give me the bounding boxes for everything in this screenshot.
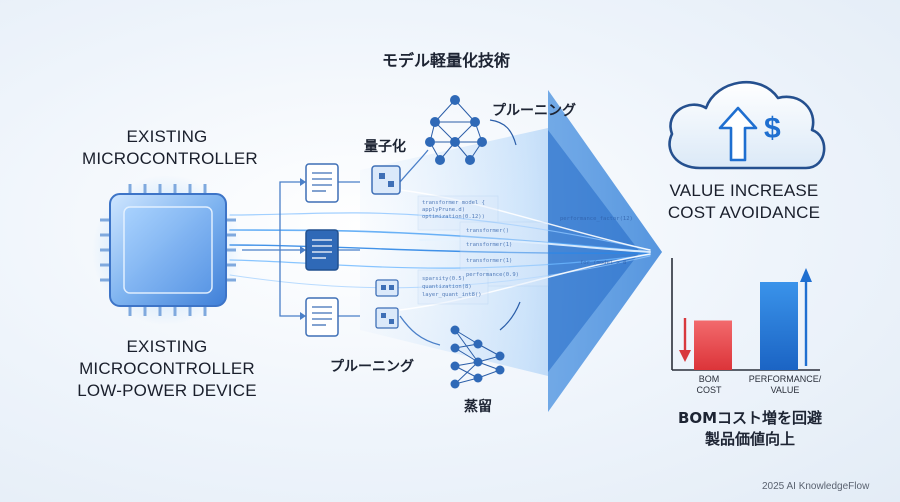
existing-mcu-line2: MICROCONTROLLER	[82, 149, 258, 168]
bom-summary-label: BOMコスト増を回避 製品価値向上	[660, 408, 840, 450]
performance-value-bar	[760, 282, 798, 370]
model-compression-title: モデル軽量化技術	[382, 51, 511, 70]
footer-credit: 2025 AI KnowledgeFlow	[762, 481, 870, 492]
bottom-label-line3: LOW-POWER DEVICE	[77, 381, 257, 400]
microcontroller-chip	[92, 175, 242, 325]
document-icon-middle	[305, 229, 339, 271]
flow-funnel	[360, 90, 662, 412]
quantization-block-bottom-1	[375, 279, 399, 297]
performance-up-arrow	[800, 268, 812, 366]
bom-cost-line2: COST	[696, 385, 722, 395]
existing-mcu-label: EXISTING MICROCONTROLLER	[82, 126, 258, 170]
code-snippet: applyPrune.d)	[422, 207, 466, 213]
code-snippet: transformer model {	[422, 200, 485, 206]
pruning-label-bottom: プルーニング	[330, 359, 414, 375]
quantization-label: 量子化	[364, 139, 406, 155]
pruning-label-top: プルーニング	[492, 103, 576, 119]
code-snippet: sparsity(0.5)	[422, 276, 466, 282]
value-line2: COST AVOIDANCE	[667, 203, 821, 222]
code-snippet: quantization(8)	[422, 284, 472, 290]
code-panels	[417, 195, 549, 305]
dollar-icon: $	[764, 112, 781, 145]
value-increase-label: VALUE INCREASE COST AVOIDANCE	[656, 180, 832, 224]
quantization-block-bottom-2	[375, 307, 399, 329]
bom-summary-line2: 製品価値向上	[704, 430, 795, 448]
code-snippet: performance(0.9)	[466, 272, 519, 278]
code-snippet: optimization(0.12))	[422, 214, 485, 220]
performance-value-axis-label: PERFORMANCE/ VALUE	[740, 374, 830, 396]
existing-mcu-line1: EXISTING	[126, 127, 208, 146]
bar-chart	[694, 282, 798, 370]
bom-cost-line1: BOM	[698, 374, 720, 384]
low-power-device-label: EXISTING MICROCONTROLLER LOW-POWER DEVIC…	[76, 336, 258, 402]
bom-cost-axis-label: BOM COST	[684, 374, 734, 396]
bom-down-arrow	[679, 318, 691, 362]
document-icon-top	[305, 163, 339, 203]
value-line1: VALUE INCREASE	[669, 181, 819, 200]
document-icon-bottom	[305, 297, 339, 337]
branch-connectors	[242, 149, 441, 346]
light-streams	[229, 189, 651, 311]
bottom-label-line2: MICROCONTROLLER	[79, 359, 255, 378]
cloud-value-icon	[668, 81, 826, 170]
code-snippet: performance_factor(12)	[560, 216, 633, 222]
code-snippet: for (model > 8	[580, 260, 627, 266]
code-snippet: transformer(1)	[466, 242, 513, 248]
distillation-label: 蒸留	[464, 399, 492, 415]
performance-line2: VALUE	[770, 385, 800, 395]
bom-cost-bar	[694, 320, 732, 370]
bom-summary-line1: BOMコスト増を回避	[677, 409, 823, 427]
code-snippet: transformer(1)	[466, 258, 513, 264]
code-snippet: transformer()	[466, 228, 510, 234]
bottom-label-line1: EXISTING	[126, 337, 208, 356]
code-snippet: layer_quant_int8()	[422, 292, 482, 298]
performance-line1: PERFORMANCE/	[748, 374, 822, 384]
quantization-block-top	[371, 165, 401, 195]
